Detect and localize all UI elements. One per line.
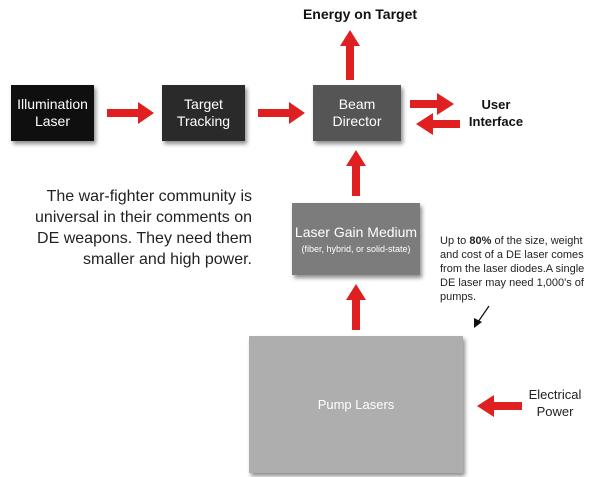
arrow-tracking-to-beam — [258, 102, 305, 124]
diode-note: Up to 80% of the size, weight and cost o… — [440, 234, 600, 304]
energy-on-target-label: Energy on Target — [302, 6, 418, 22]
arrow-user-to-beam — [416, 113, 460, 135]
pump-lasers-box: Pump Lasers — [249, 336, 463, 473]
arrow-pump-to-gain — [346, 284, 366, 330]
user-interface-label: User Interface — [468, 97, 524, 129]
illumination-laser-box: Illumination Laser — [11, 85, 94, 141]
arrow-up-energy — [340, 30, 360, 80]
laser-gain-medium-label: Laser Gain Medium — [294, 223, 418, 240]
pump-lasers-label: Pump Lasers — [317, 397, 395, 412]
arrow-gain-to-beam — [346, 150, 366, 196]
note-pointer-line — [477, 305, 490, 323]
target-tracking-label: Target Tracking — [176, 96, 231, 129]
beam-director-label: Beam Director — [332, 96, 382, 129]
target-tracking-box: Target Tracking — [162, 85, 245, 141]
beam-director-box: Beam Director — [313, 85, 401, 141]
laser-gain-medium-sublabel: (fiber, hybrid, or solid-state) — [301, 243, 411, 254]
laser-gain-medium-box: Laser Gain Medium (fiber, hybrid, or sol… — [292, 203, 420, 275]
note-pointer-head — [474, 318, 482, 328]
note-suffix: of the size, weight and cost of a DE las… — [440, 235, 585, 303]
arrow-illum-to-tracking — [107, 102, 154, 124]
illumination-laser-label: Illumination Laser — [17, 96, 88, 129]
warfighter-text: The war-fighter community is universal i… — [35, 188, 252, 268]
electrical-power-label: Electrical Power — [528, 387, 582, 419]
note-highlight: 80% — [469, 235, 492, 247]
arrow-power-to-pump — [477, 395, 522, 417]
note-prefix: Up to — [440, 235, 470, 247]
arrow-beam-to-user — [410, 93, 454, 115]
